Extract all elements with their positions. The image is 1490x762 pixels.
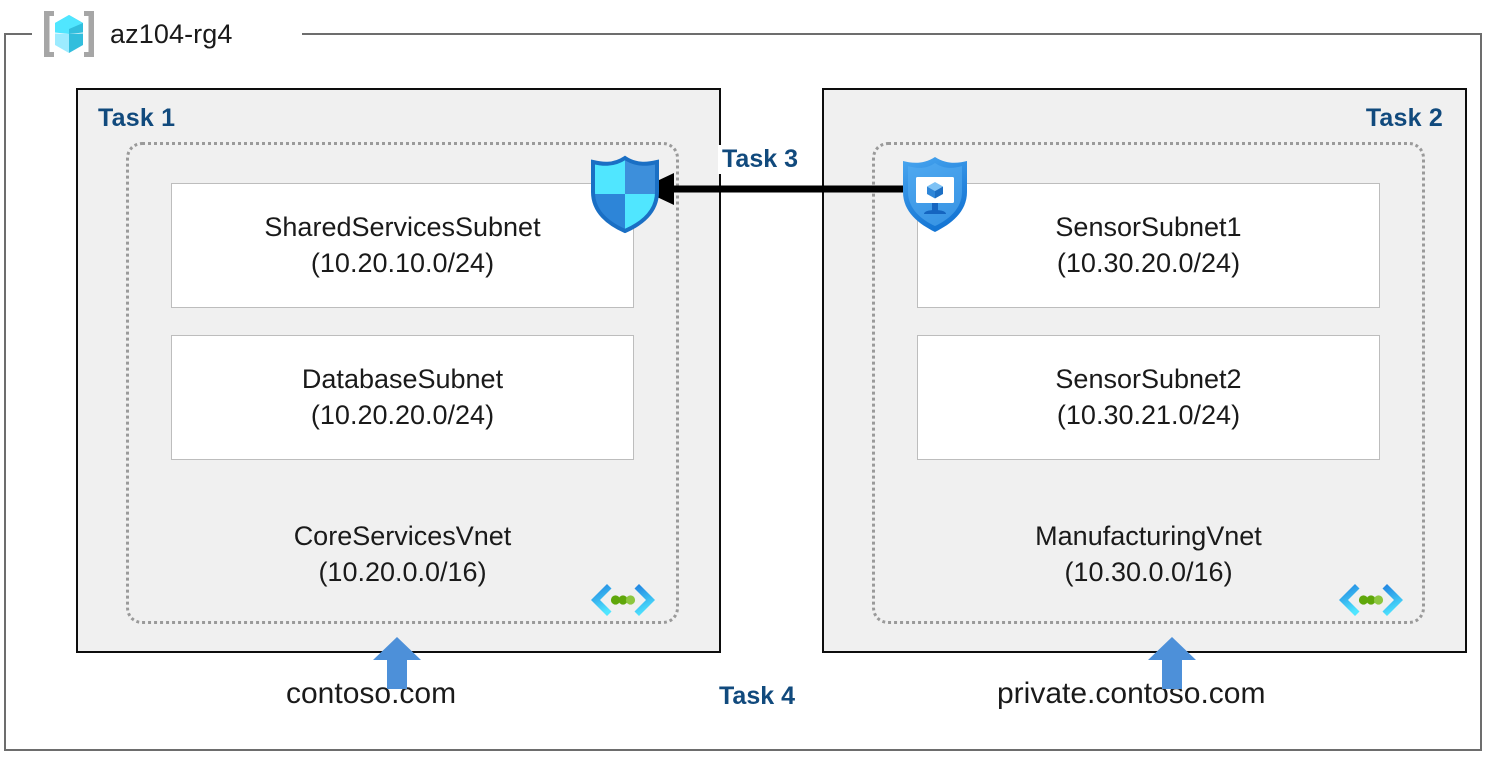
- up-pointing-dns-link-arrow: [1148, 637, 1196, 689]
- vnet-caption-coreservicesvnet: CoreServicesVnet (10.20.0.0/16): [129, 519, 676, 591]
- task-4-label: Task 4: [719, 682, 795, 710]
- resource-group-title: az104-rg4: [40, 8, 232, 60]
- task-3-label: Task 3: [718, 145, 802, 174]
- subnet-sharedservicessubnet: SharedServicesSubnet (10.20.10.0/24): [171, 183, 634, 308]
- subnet-name: SensorSubnet2: [1055, 363, 1242, 394]
- subnet-name: SensorSubnet1: [1055, 211, 1242, 242]
- vnet-peering-icon: [588, 578, 658, 630]
- up-pointing-dns-link-arrow: [373, 637, 421, 689]
- task-1-container: Task 1 SharedServicesSubnet (10.20.10.0/…: [76, 88, 721, 653]
- subnet-cidr: (10.20.10.0/24): [310, 247, 495, 278]
- task-2-label: Task 2: [1365, 104, 1443, 132]
- subnet-cidr: (10.30.21.0/24): [1056, 399, 1241, 430]
- vnet-name: CoreServicesVnet: [293, 521, 512, 552]
- subnet-cidr: (10.20.20.0/24): [310, 399, 495, 430]
- vnet-cidr: (10.20.0.0/16): [318, 557, 487, 588]
- vnet-manufacturingvnet: SensorSubnet1 (10.30.20.0/24) SensorSubn…: [872, 142, 1425, 624]
- vnet-name: ManufacturingVnet: [1035, 521, 1262, 552]
- dns-zone-label-contoso: contoso.com: [286, 677, 457, 710]
- task-3-connection-arrow: [640, 168, 915, 210]
- subnet-cidr: (10.30.20.0/24): [1056, 247, 1241, 278]
- subnet-name: SharedServicesSubnet: [264, 211, 541, 242]
- network-security-group-shield-icon: [583, 152, 667, 236]
- vnet-peering-icon: [1336, 578, 1406, 630]
- resource-group-boundary: [4, 33, 1482, 751]
- subnet-name: DatabaseSubnet: [301, 363, 504, 394]
- resource-group-name: az104-rg4: [110, 18, 233, 49]
- resource-group-cube-icon: [40, 8, 98, 60]
- vnet-coreservicesvnet: SharedServicesSubnet (10.20.10.0/24) Dat…: [126, 142, 679, 624]
- dns-zone-label-private-contoso: private.contoso.com: [997, 677, 1266, 710]
- vnet-caption-manufacturingvnet: ManufacturingVnet (10.30.0.0/16): [875, 519, 1422, 591]
- subnet-sensorsubnet1: SensorSubnet1 (10.30.20.0/24): [917, 183, 1380, 308]
- virtual-machine-protection-shield-icon: [893, 152, 977, 236]
- subnet-databasesubnet: DatabaseSubnet (10.20.20.0/24): [171, 335, 634, 460]
- subnet-sensorsubnet2: SensorSubnet2 (10.30.21.0/24): [917, 335, 1380, 460]
- vnet-cidr: (10.30.0.0/16): [1064, 557, 1233, 588]
- task-1-label: Task 1: [98, 104, 176, 132]
